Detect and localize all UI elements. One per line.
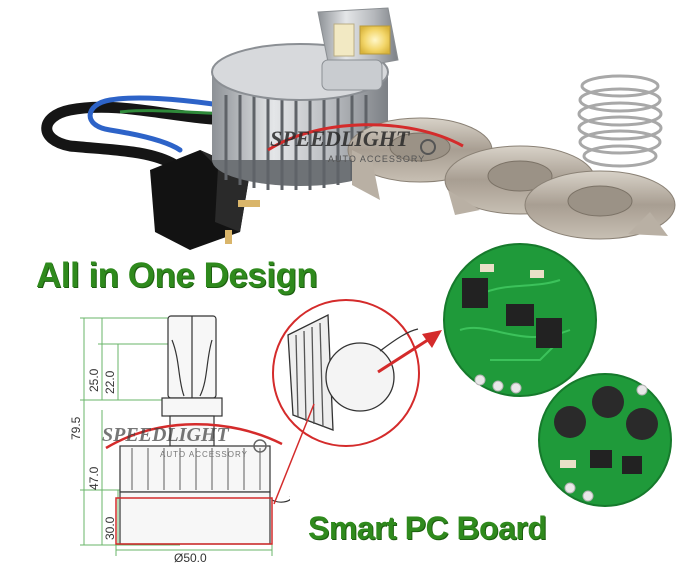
pcb-chip-2 — [506, 304, 534, 326]
pcb-inductor-3 — [626, 408, 658, 440]
speedlight-logo-bottom — [105, 423, 283, 453]
callout-line — [273, 403, 315, 505]
dim-inner: 22.0 — [103, 370, 117, 394]
black-wire — [41, 101, 241, 171]
technical-drawing: 79.5 25.0 22.0 47.0 30.0 Ø50.0 — [69, 315, 290, 565]
watermark-bottom: SPEEDLIGHT AUTO ACCESSORY — [100, 420, 290, 469]
pcb-chip-3 — [536, 318, 562, 348]
blue-wire — [87, 95, 243, 153]
pcb-board-bottom — [538, 373, 672, 507]
pcb-inductor-1 — [554, 406, 586, 438]
base-highlight — [115, 497, 273, 545]
drawing-bulb — [119, 315, 290, 545]
dim-base: 30.0 — [103, 516, 117, 540]
dim-lower: 47.0 — [87, 466, 101, 490]
arrow-to-pcb — [377, 330, 442, 374]
watermark-sub-2: AUTO ACCESSORY — [160, 450, 248, 459]
speedlight-logo-top — [267, 123, 464, 155]
watermark-sub: AUTO ACCESSORY — [328, 154, 426, 164]
headline-smart-pc-board: Smart PC Board — [308, 510, 547, 546]
led-bulb-head — [317, 7, 399, 91]
dim-diameter: Ø50.0 — [174, 551, 207, 565]
mounting-brackets — [347, 117, 676, 240]
watermark-top: SPEEDLIGHT AUTO ACCESSORY — [258, 120, 478, 173]
dim-total: 79.5 — [69, 416, 83, 440]
dim-upper: 25.0 — [87, 368, 101, 392]
pcb-inductor-2 — [592, 386, 624, 418]
watermark-brand: SPEEDLIGHT — [270, 126, 410, 151]
watermark-brand-2: SPEEDLIGHT — [102, 424, 229, 446]
coil-spring — [577, 74, 663, 168]
pcb-chip-1 — [462, 278, 488, 308]
pcb-board-top — [443, 243, 597, 397]
headline-all-in-one: All in One Design — [36, 256, 318, 295]
product-photo — [41, 7, 676, 250]
led-chip — [359, 25, 391, 55]
zoom-detail — [272, 299, 420, 447]
